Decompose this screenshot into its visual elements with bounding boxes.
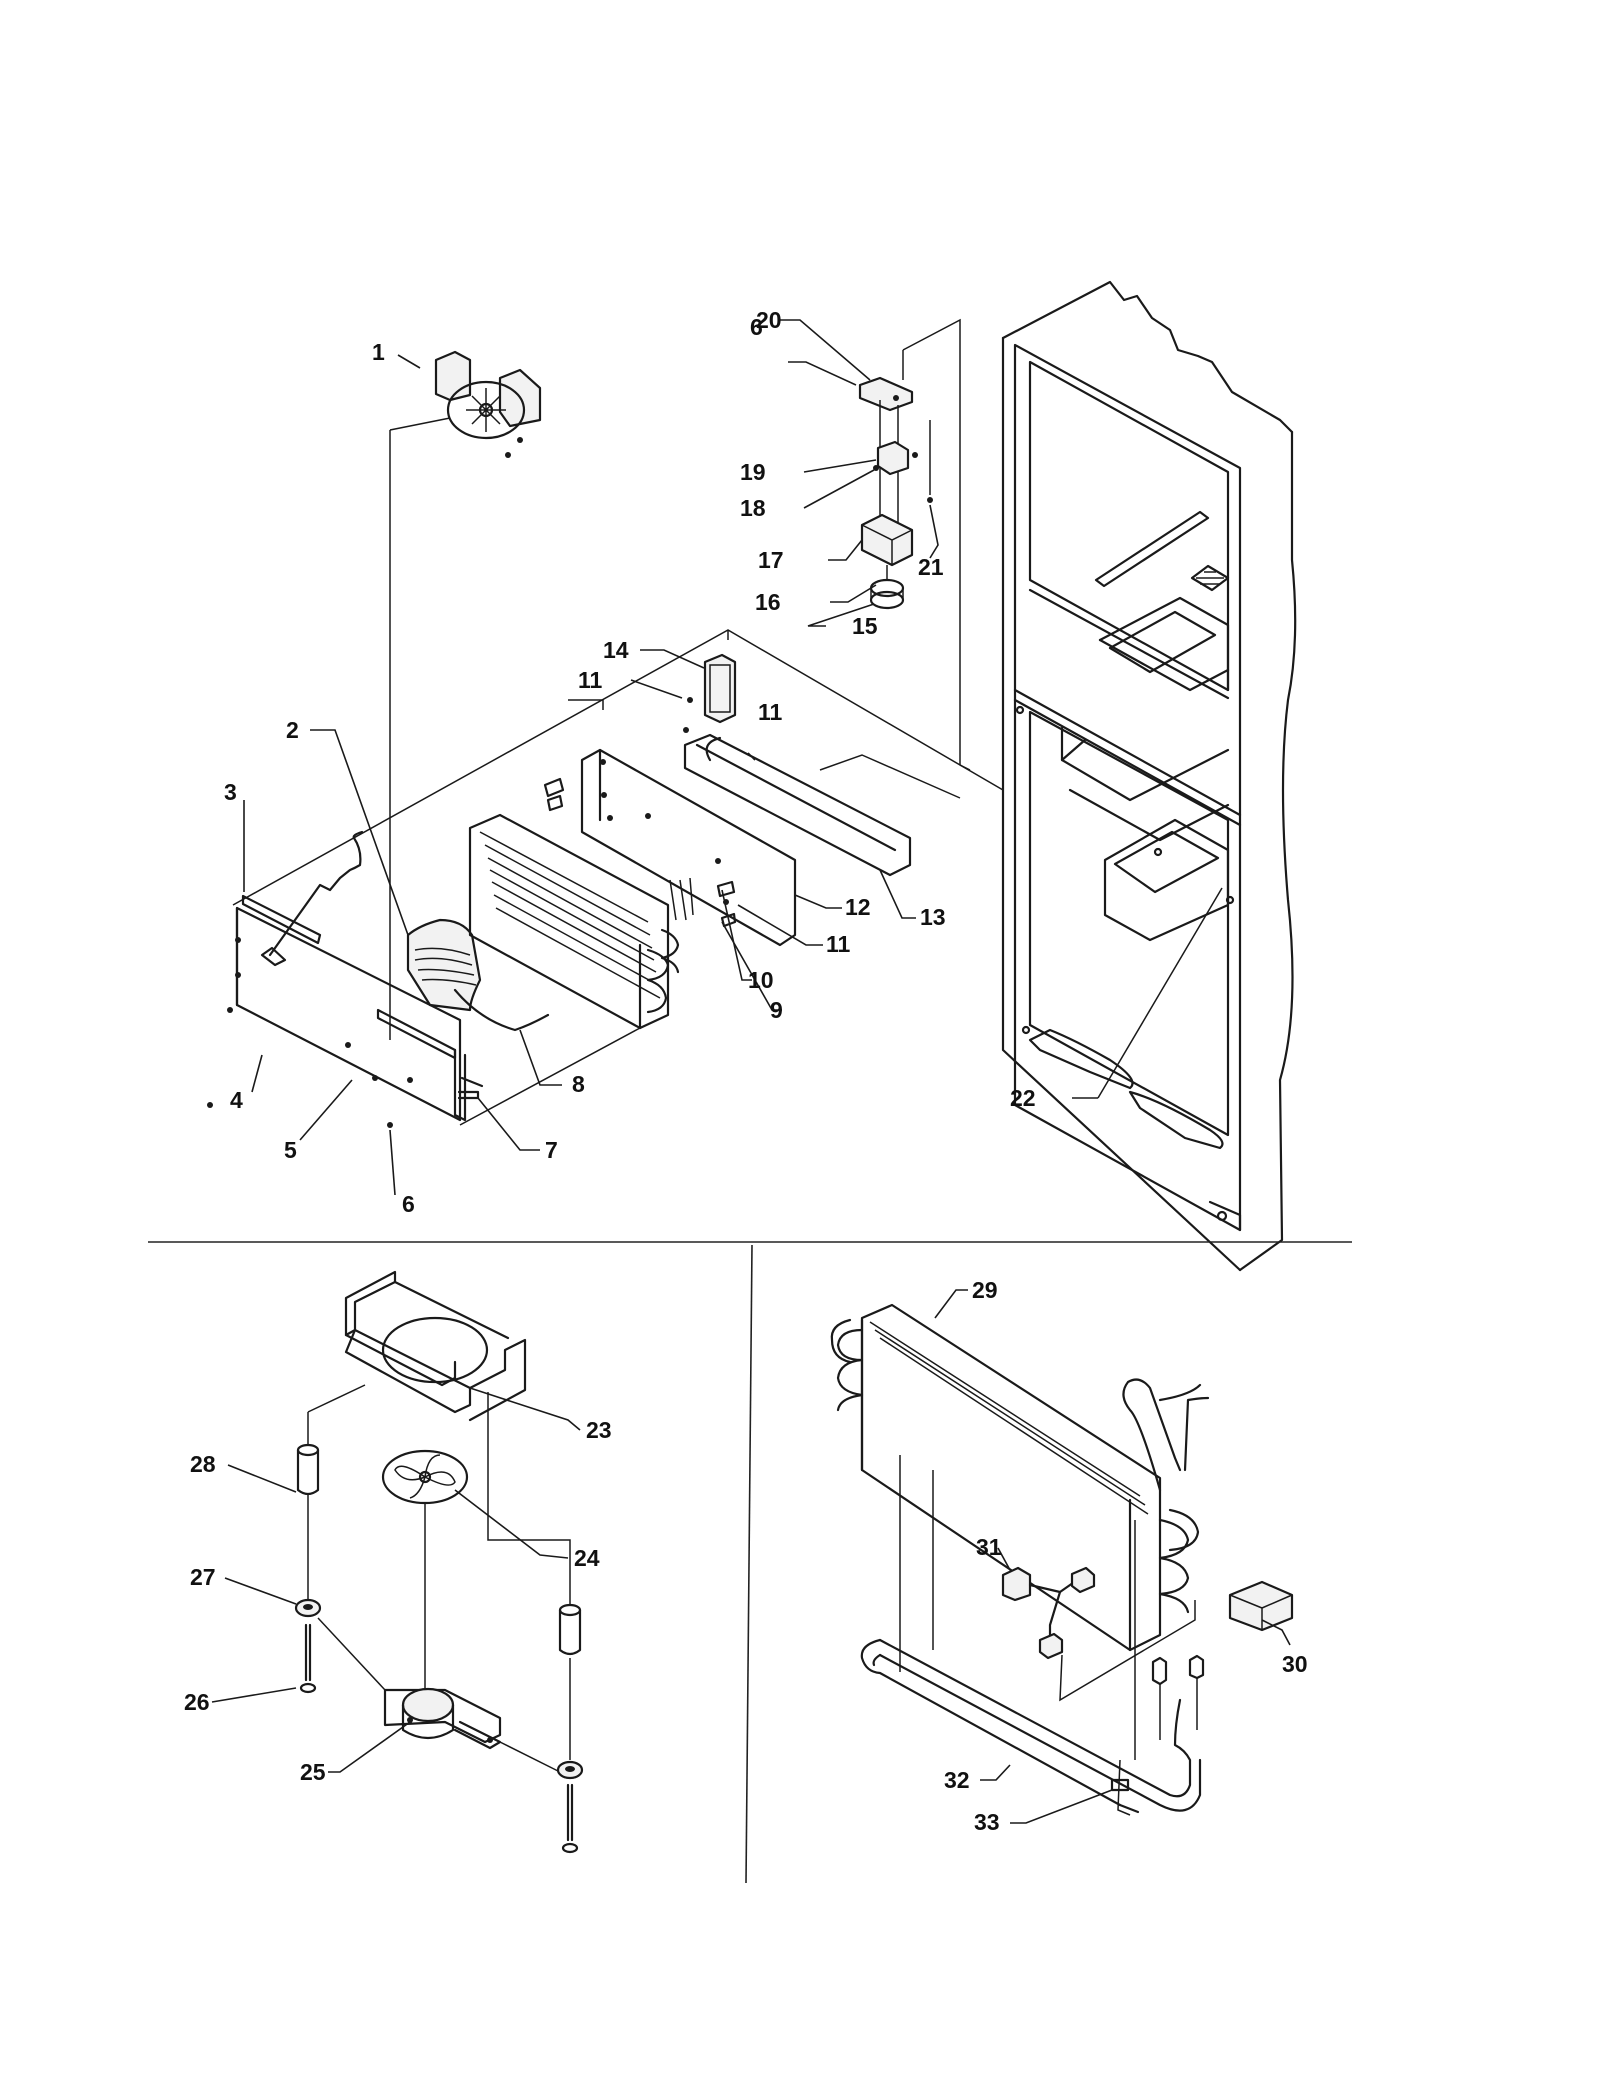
part-26-screw-right [561, 1783, 579, 1854]
part-29-evaporator-coil [830, 1303, 1200, 1652]
evaporator-cover-assembly [207, 350, 1004, 1128]
evaporator-coil-assembly [830, 1303, 1294, 1816]
callout-2: 2 [286, 717, 299, 743]
callout-29: 29 [972, 1277, 998, 1303]
part-26-screw [299, 1623, 317, 1694]
callout-24: 24 [574, 1545, 600, 1571]
callout-labels: 1 2 3 4 5 6 6 7 8 9 10 11 11 11 12 13 14… [184, 307, 1308, 1835]
callout-14: 14 [603, 637, 629, 663]
callout-6a: 6 [750, 314, 763, 340]
callout-7: 7 [545, 1137, 558, 1163]
part-1-fan-housing [434, 350, 542, 458]
callout-20: 20 [756, 307, 782, 333]
callout-10: 10 [748, 967, 774, 993]
callout-11a: 11 [578, 667, 603, 693]
callout-28: 28 [190, 1451, 216, 1477]
callout-26: 26 [184, 1689, 210, 1715]
callout-3: 3 [224, 779, 237, 805]
part-27-grommet [294, 1598, 322, 1618]
part-28-spacer [296, 1443, 320, 1496]
callout-8: 8 [572, 1071, 585, 1097]
part-30-defrost-sensor [1228, 1580, 1294, 1632]
callout-1: 1 [372, 339, 385, 365]
callout-12: 12 [845, 894, 871, 920]
callout-15: 15 [852, 613, 878, 639]
part-12-heater-plate [543, 748, 797, 947]
part-23-fan-shroud [344, 1270, 527, 1422]
callout-22: 22 [1010, 1085, 1036, 1111]
callout-11c: 11 [826, 931, 851, 957]
part-14-bracket [683, 653, 737, 733]
fan-motor-assembly [294, 1270, 584, 1854]
callout-27: 27 [190, 1564, 216, 1590]
part-28-spacer-right [558, 1603, 582, 1656]
damper-mechanism [858, 318, 971, 771]
callout-11b: 11 [758, 699, 783, 725]
callout-21: 21 [918, 554, 944, 580]
part-31-wire-connector [1001, 1566, 1096, 1660]
callout-32: 32 [944, 1767, 970, 1793]
part-25-fan-motor [383, 1687, 502, 1750]
callout-30: 30 [1282, 1651, 1308, 1677]
callout-17: 17 [758, 547, 784, 573]
callout-33: 33 [974, 1809, 1000, 1835]
part-5-cover-panel [345, 1008, 467, 1128]
callout-18: 18 [740, 495, 766, 521]
callout-13: 13 [920, 904, 946, 930]
callout-31: 31 [976, 1534, 1002, 1560]
part-33-heater-clip [1110, 1778, 1130, 1792]
part-4-rear-panel [207, 906, 462, 1122]
callout-16: 16 [755, 589, 781, 615]
separator-vertical [745, 1244, 753, 1884]
refrigerator-cabinet [1001, 280, 1297, 1272]
callout-9: 9 [770, 997, 783, 1023]
leader-lines [211, 319, 1291, 1824]
part-32-defrost-heater [860, 1638, 1202, 1816]
callout-19: 19 [740, 459, 766, 485]
leader-22-target [1097, 887, 1223, 1099]
part-13-drain-channel [683, 733, 912, 877]
callout-6b: 6 [402, 1191, 415, 1217]
callout-23: 23 [586, 1417, 612, 1443]
part-24-fan-blade [381, 1449, 469, 1505]
callout-5: 5 [284, 1137, 297, 1163]
callout-4: 4 [230, 1087, 243, 1113]
callout-25: 25 [300, 1759, 326, 1785]
part-7-drain-tube [457, 1076, 484, 1100]
part-8-evaporator [468, 813, 694, 1030]
part-2-diffuser [406, 918, 550, 1032]
